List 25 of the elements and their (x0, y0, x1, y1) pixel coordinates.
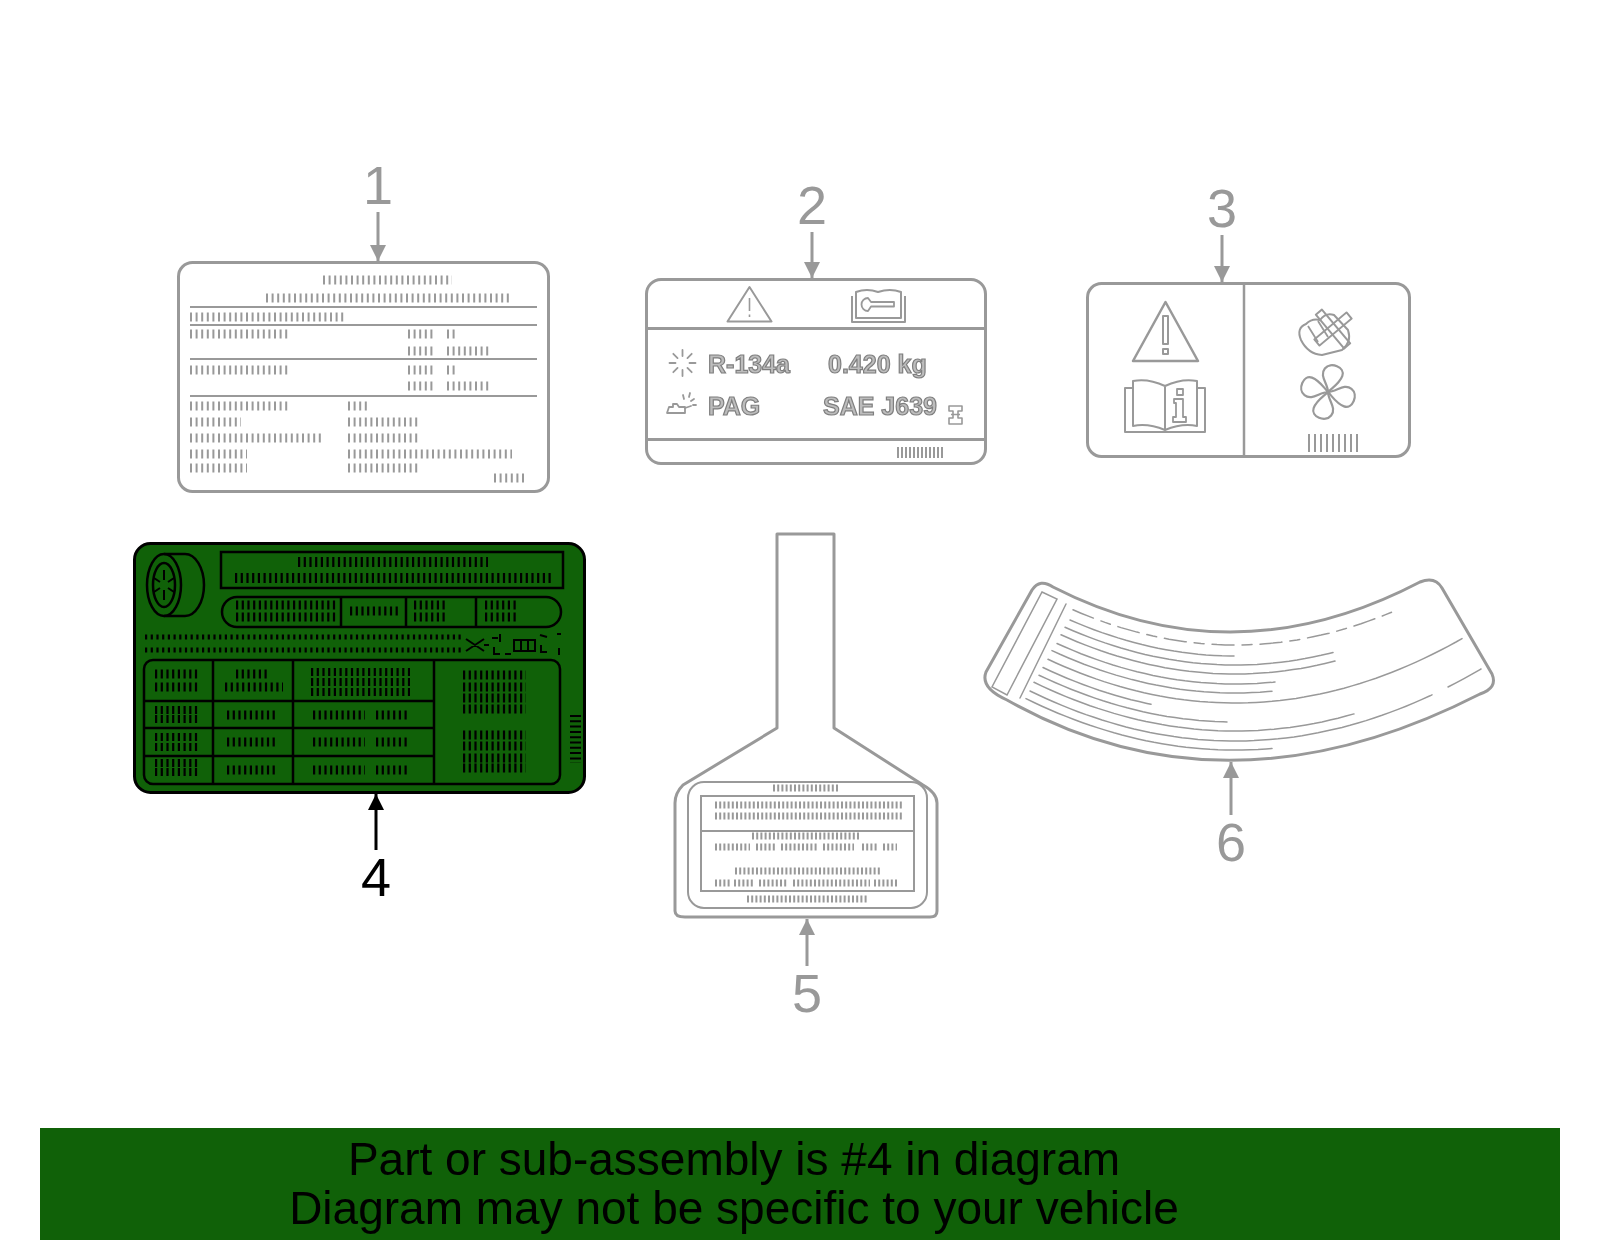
refrigerant-amount-text: 0.420 kg (828, 352, 927, 377)
tire-pressure-label (133, 542, 586, 794)
leader-arrow (799, 919, 815, 966)
callout-number: 2 (795, 178, 829, 232)
warning-label (1086, 282, 1411, 458)
callout-number: 3 (1205, 181, 1239, 235)
oil-type-text: PAG (708, 394, 761, 419)
callout-number: 6 (1214, 815, 1248, 869)
callout-number: 1 (361, 158, 395, 212)
leader-arrow (1214, 235, 1230, 282)
notice-banner (40, 1128, 1560, 1240)
vehicle-info-label (177, 261, 550, 493)
standard-code-text: SAE J639 (823, 394, 937, 419)
banner-text: Diagram may not be specific to your vehicle (289, 1184, 1179, 1233)
refrigerant-label (645, 278, 987, 465)
leader-arrow (1223, 762, 1239, 815)
leader-arrow (804, 232, 820, 278)
refrigerant-type-text: R-134a (708, 352, 790, 377)
callout-number: 4 (359, 850, 393, 904)
curved-label (980, 576, 1498, 762)
callout-number: 5 (790, 966, 824, 1020)
leader-arrow (370, 212, 386, 261)
banner-text: Part or sub-assembly is #4 in diagram (347, 1135, 1121, 1184)
leader-arrow (368, 794, 384, 850)
hang-tag-label (672, 531, 940, 919)
